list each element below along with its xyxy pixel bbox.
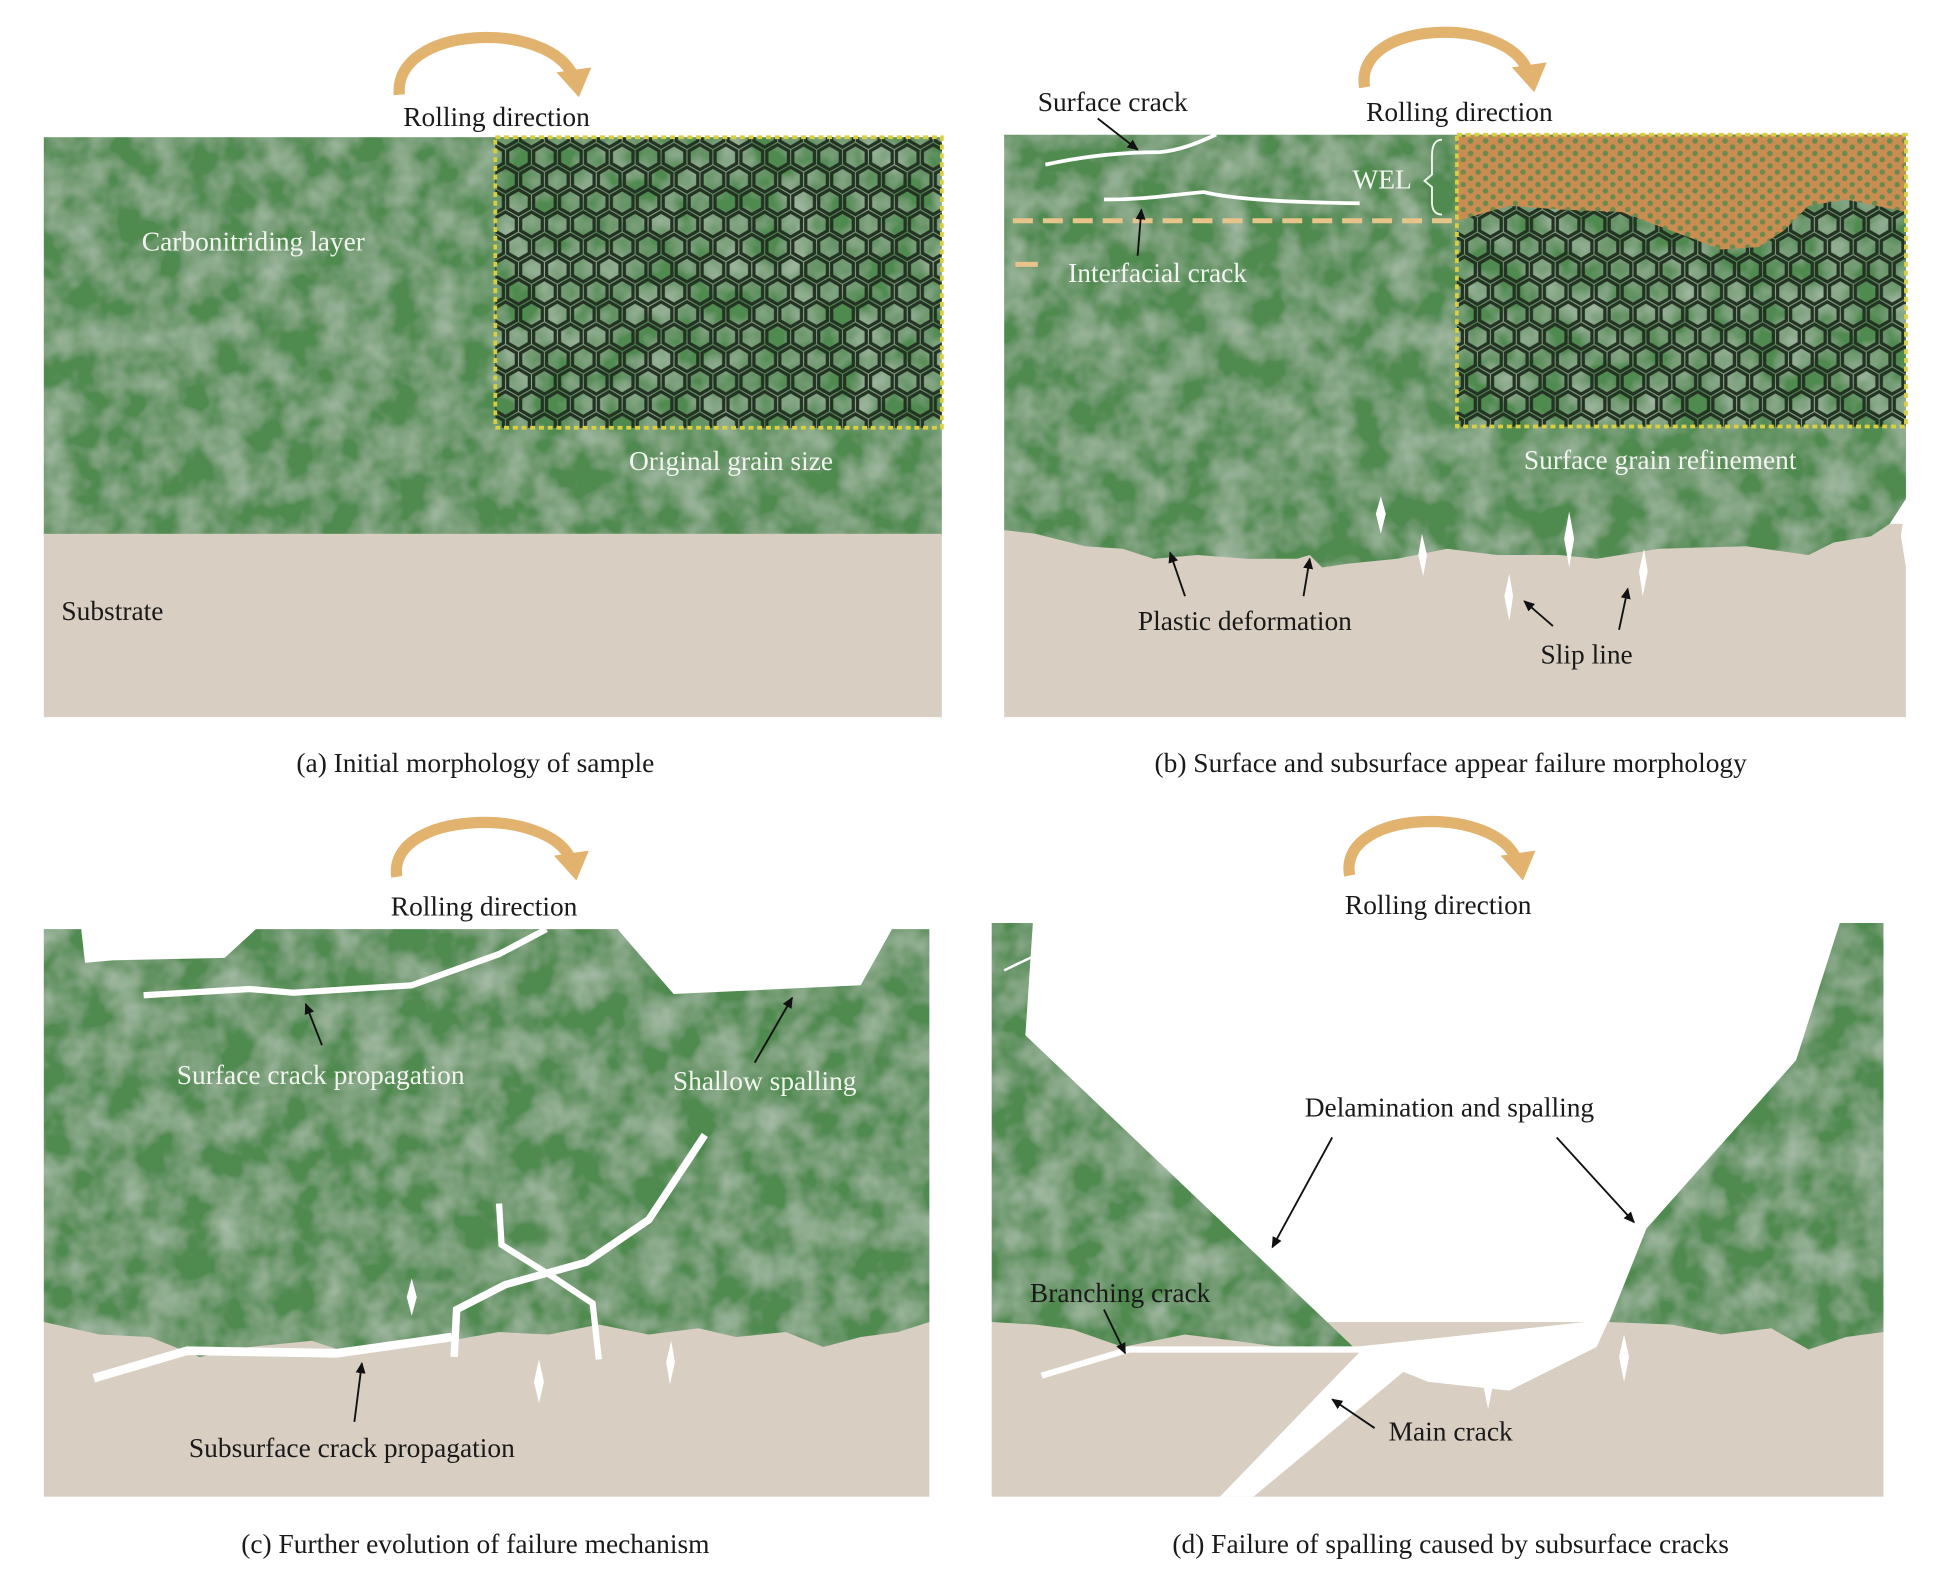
surface-crack — [1044, 132, 1217, 167]
branch-crack — [495, 1203, 602, 1360]
subsurface-crack-pointer — [353, 1361, 366, 1422]
small-surface-crack — [1003, 954, 1036, 972]
surface-crack-label: Surface crack — [1038, 87, 1188, 117]
rolling-direction-arrow — [1343, 815, 1523, 877]
inset-border — [1455, 132, 1908, 429]
white-etching-layer — [1456, 134, 1906, 250]
delamination-pointer-right — [1556, 1136, 1635, 1224]
surface-crack-propagation-crack — [143, 926, 548, 999]
carbonitriding-layer-label: Carbonitriding layer — [142, 227, 365, 257]
branching-crack-label: Branching crack — [1030, 1278, 1211, 1308]
delamination-and-spalling-label: Delamination and spalling — [1305, 1092, 1595, 1122]
rolling-direction-label: Rolling direction — [391, 891, 578, 921]
grain-inset — [493, 135, 944, 430]
plastic-deformation-pointer-1 — [1168, 551, 1186, 597]
slip-lines — [1375, 496, 1906, 622]
rolling-arrow-head — [1511, 62, 1547, 93]
shallow-spalling-pointer — [753, 996, 793, 1064]
panel-c: Rolling direction Surface crack propagat… — [43, 816, 930, 1559]
delamination-pointer-left — [1271, 1137, 1334, 1249]
shallow-spalling-label: Shallow spalling — [673, 1066, 857, 1096]
rolling-direction-arrow — [393, 31, 580, 96]
original-grain-size-label: Original grain size — [629, 446, 833, 476]
caption-a: (a) Initial morphology of sample — [296, 748, 654, 778]
panel-b: Rolling direction Surface crack WEL Inte… — [1004, 26, 1908, 778]
caption-d: (d) Failure of spalling caused by subsur… — [1172, 1529, 1729, 1559]
interfacial-crack-label: Interfacial crack — [1068, 258, 1247, 288]
wel-label: WEL — [1352, 164, 1411, 194]
panel-d: Rolling direction Delamination and spall… — [991, 815, 1884, 1559]
plastic-deformation-pointer-2 — [1302, 557, 1314, 597]
slip-line-label: Slip line — [1541, 640, 1633, 670]
plastic-deformation-label: Plastic deformation — [1138, 606, 1352, 636]
rolling-direction-label: Rolling direction — [1366, 97, 1553, 127]
slip-lines — [1483, 1334, 1630, 1410]
surface-crack-propagation-label: Surface crack propagation — [177, 1060, 465, 1090]
slip-line-pointer-2 — [1618, 587, 1631, 631]
subsurface-crack-propagation-label: Subsurface crack propagation — [189, 1433, 515, 1463]
rolling-direction-arrow — [1358, 26, 1534, 89]
main-crack — [1219, 1349, 1404, 1497]
caption-c: (c) Further evolution of failure mechani… — [241, 1529, 709, 1559]
rolling-direction-label: Rolling direction — [1345, 890, 1532, 920]
main-crack-pointer — [1331, 1398, 1376, 1429]
surface-crack-pointer — [1097, 117, 1139, 151]
interfacial-crack-pointer — [1135, 208, 1146, 256]
substrate-label: Substrate — [61, 596, 163, 626]
main-crack-label: Main crack — [1389, 1417, 1513, 1447]
left-coating-remnant — [991, 922, 1354, 1350]
subsurface-crack — [92, 1332, 453, 1383]
slip-lines — [406, 1278, 675, 1404]
surface-grain-refinement-label: Surface grain refinement — [1524, 445, 1797, 475]
wel-brace — [1423, 138, 1443, 216]
rolling-direction-arrow — [391, 816, 577, 878]
rolling-direction-label: Rolling direction — [403, 102, 590, 132]
substrate — [43, 533, 942, 718]
spalled-pit — [1353, 1319, 1610, 1391]
slip-line-pointer-1 — [1523, 600, 1554, 627]
rolling-arrow-head — [553, 850, 589, 881]
branching-crack-pointer — [1103, 1309, 1127, 1355]
branching-crack-line — [1040, 1346, 1363, 1379]
rolling-arrow-head — [1500, 850, 1536, 881]
rolling-arrow-head — [556, 67, 592, 98]
right-coating-remnant — [1609, 922, 1884, 1350]
panel-a: Rolling direction Carbonitriding layer O… — [43, 31, 944, 778]
caption-b: (b) Surface and subsurface appear failur… — [1154, 748, 1747, 778]
interfacial-crack-line — [1103, 190, 1360, 206]
carbonitriding-layer — [43, 929, 930, 1357]
surface-crack-pointer — [304, 1002, 323, 1046]
